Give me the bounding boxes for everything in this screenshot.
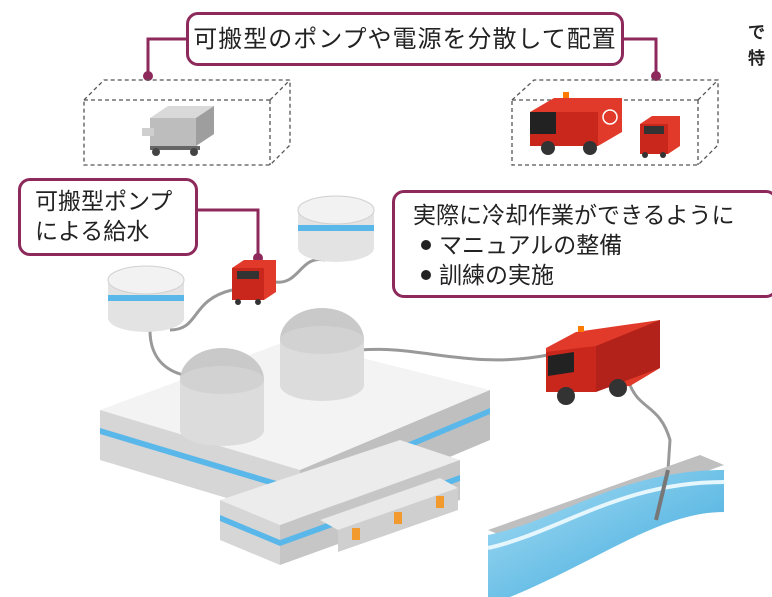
seawater-channel-icon [487, 455, 725, 597]
connector-dot-left [143, 71, 153, 81]
portable-pump-icon [232, 260, 276, 305]
bullet-training: 訓練の実施 [413, 261, 772, 291]
callout-drill-heading: 実際に冷却作業ができるように [413, 203, 735, 229]
callout-connectors [146, 37, 658, 258]
callout-mobile-equipment: 可搬型のポンプや電源を分散して配置 [186, 12, 624, 66]
connector-dot-right [651, 71, 661, 81]
callout-pump-line-2: による給水 [35, 219, 150, 245]
edge-text-1: で [748, 23, 765, 43]
bullet-training-text: 訓練の実施 [439, 263, 554, 289]
reactor-building-icon [100, 308, 490, 565]
bullet-dot-icon [421, 269, 431, 280]
callout-pump-supply: 可搬型ポンプ による給水 [18, 178, 198, 256]
bullet-dot-icon [421, 239, 431, 250]
callout-pump-line-1: 可搬型ポンプ [35, 189, 173, 215]
callout-drill: 実際に冷却作業ができるように マニュアルの整備 訓練の実施 [392, 190, 772, 298]
bullet-manual-text: マニュアルの整備 [439, 233, 623, 259]
storage-box-left [83, 79, 291, 166]
water-tank-icon [297, 195, 375, 262]
water-tank-icon [107, 265, 185, 332]
fire-truck-icon [530, 92, 622, 155]
portable-pump-icon [640, 116, 680, 158]
bullet-manual: マニュアルの整備 [413, 231, 772, 261]
fire-truck-icon [546, 320, 660, 405]
edge-text-2: 特 [748, 49, 765, 69]
mobile-power-generator-icon [142, 106, 214, 156]
